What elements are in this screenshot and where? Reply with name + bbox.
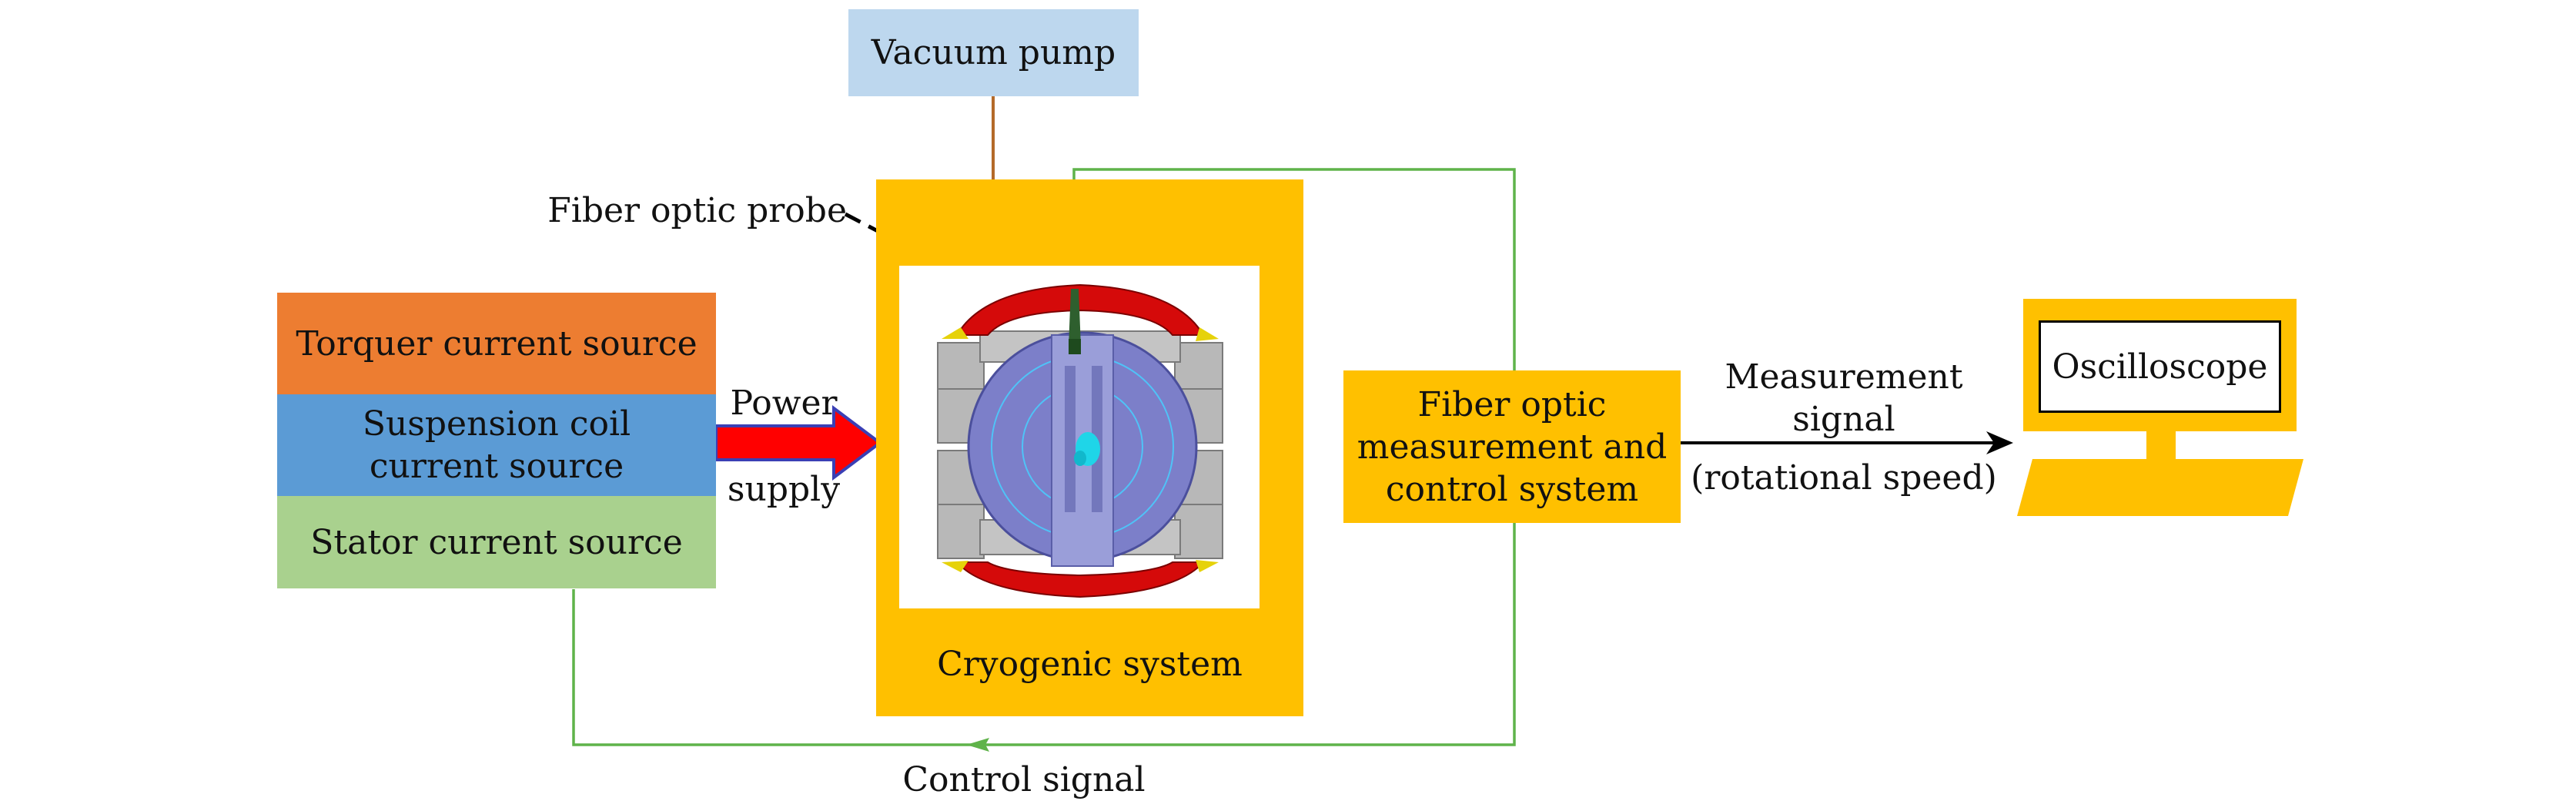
control-signal-arrowhead — [966, 738, 989, 752]
measurement-signal-line3: (rotational speed) — [1691, 458, 1997, 498]
suspension-coil-current-source: Suspension coil current source — [277, 394, 716, 496]
control-signal-label: Control signal — [902, 760, 1146, 799]
fiber-optic-control-system-box: Fiber optic measurement and control syst… — [1343, 370, 1681, 523]
power-label: Power — [730, 384, 838, 423]
gyroscope-cutaway-illustration — [937, 283, 1223, 598]
fiber-system-line2: measurement and — [1357, 427, 1668, 467]
fiber-optic-probe-label: Fiber optic probe — [547, 191, 847, 230]
keyboard-icon — [2017, 459, 2303, 516]
stator-label: Stator current source — [310, 522, 683, 562]
measurement-signal-line2: signal — [1792, 400, 1895, 439]
oscilloscope-screen: Oscilloscope — [2039, 320, 2281, 413]
suspension-label-line2: current source — [369, 447, 624, 486]
measurement-arrowhead — [1986, 431, 2013, 454]
measurement-signal-line1: Measurement — [1725, 357, 1963, 397]
supply-label: supply — [727, 470, 841, 509]
torquer-label: Torquer current source — [296, 323, 698, 364]
vacuum-pump-label: Vacuum pump — [871, 33, 1116, 72]
vacuum-pump-box: Vacuum pump — [848, 9, 1139, 96]
suspension-label-line1: Suspension coil — [362, 404, 631, 444]
power-arrow — [714, 405, 883, 481]
fiber-system-line1: Fiber optic — [1417, 384, 1607, 424]
oscilloscope-stand — [2146, 431, 2176, 459]
cryogenic-inner-panel — [899, 266, 1260, 608]
cryogenic-system-label: Cryogenic system — [937, 645, 1243, 684]
stator-current-source: Stator current source — [277, 496, 716, 588]
fiber-system-line3: control system — [1385, 469, 1639, 509]
oscilloscope-label: Oscilloscope — [2052, 347, 2268, 387]
torquer-current-source: Torquer current source — [277, 293, 716, 394]
